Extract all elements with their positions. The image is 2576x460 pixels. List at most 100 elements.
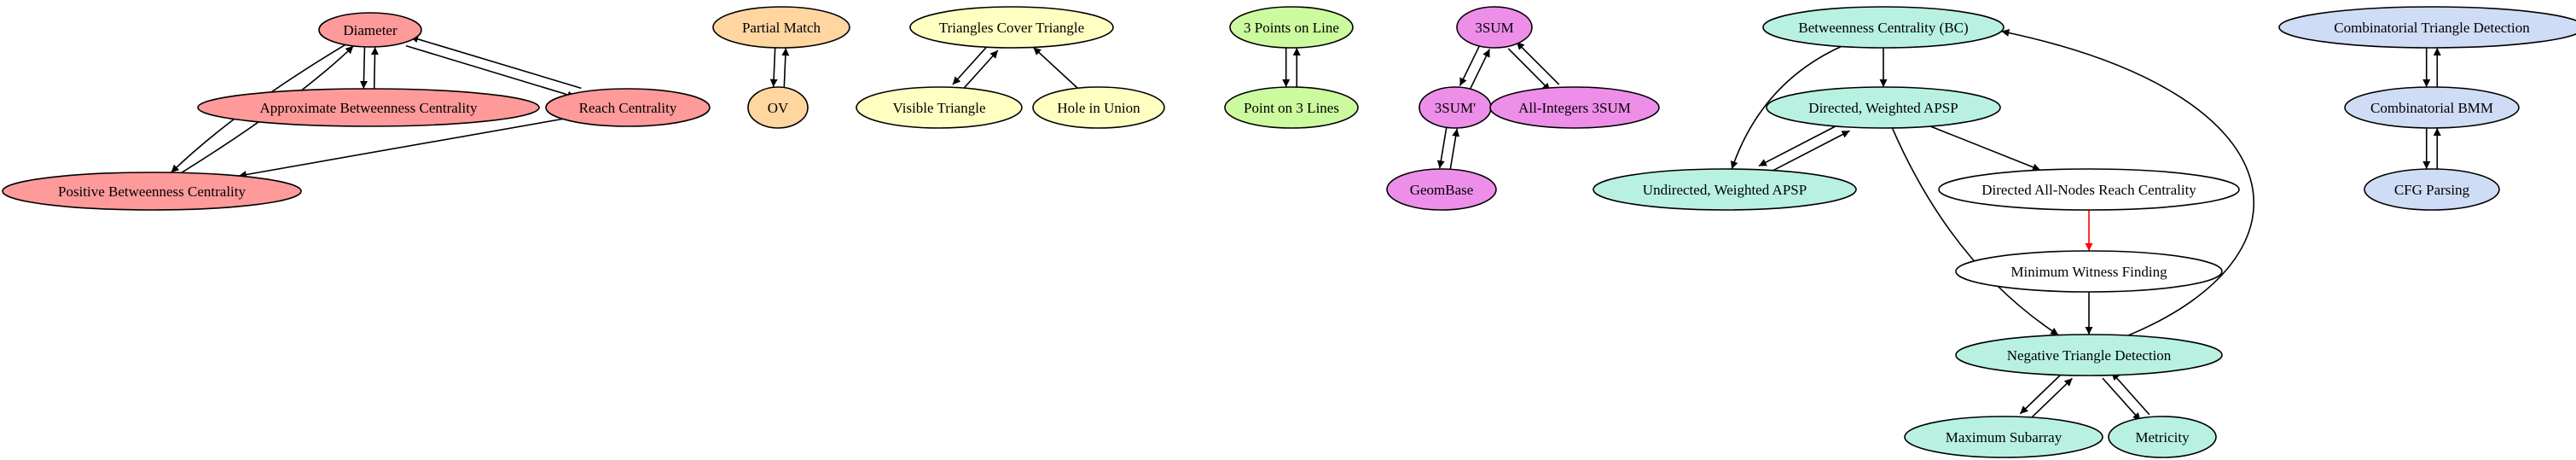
node-label: Visible Triangle xyxy=(892,100,985,116)
node-label: Triangles Cover Triangle xyxy=(939,20,1084,36)
node-shape xyxy=(1938,168,2240,211)
node-shape xyxy=(856,86,1023,129)
node-label: CFG Parsing xyxy=(2394,182,2470,198)
node-shape xyxy=(1032,86,1165,129)
node-cfg-parsing: CFG Parsing xyxy=(2364,168,2500,211)
node-bc: Betweenness Centrality (BC) xyxy=(1762,6,2005,49)
edge-directed_apsp-to-undirected_apsp xyxy=(1758,122,1842,167)
node-shape xyxy=(318,12,422,48)
node-points-on-line: 3 Points on Line xyxy=(1229,6,1354,49)
node-label: Hole in Union xyxy=(1057,100,1140,116)
node-shape xyxy=(2364,168,2500,211)
node-shape xyxy=(747,86,809,129)
edge-reach_centrality-to-diameter xyxy=(409,35,582,90)
node-triangles-cover: Triangles Cover Triangle xyxy=(909,6,1114,49)
edge-reach_centrality-to-positive_bc xyxy=(238,118,563,178)
node-shape xyxy=(1224,86,1359,129)
node-label: Maximum Subarray xyxy=(1946,429,2063,445)
node-label: All-Integers 3SUM xyxy=(1518,100,1631,116)
node-neg-triangle: Negative Triangle Detection xyxy=(1955,334,2223,376)
node-reach-centrality: Reach Centrality xyxy=(545,88,711,127)
edge-neg_triangle-to-max_subarray xyxy=(2019,371,2064,415)
node-visible-triangle: Visible Triangle xyxy=(856,86,1023,129)
node-metricity: Metricity xyxy=(2108,416,2217,458)
node-comb-bmm: Combinatorial BMM xyxy=(2344,86,2520,129)
node-approx-bc: Approximate Betweenness Centrality xyxy=(197,88,540,127)
node-shape xyxy=(909,6,1114,49)
edge-threesum-to-all_integers xyxy=(1507,48,1551,91)
node-shape xyxy=(1955,334,2223,376)
node-label: GeomBase xyxy=(1410,182,1474,198)
node-positive-bc: Positive Betweenness Centrality xyxy=(2,172,302,211)
node-label: Combinatorial Triangle Detection xyxy=(2334,20,2530,36)
node-point-on-lines: Point on 3 Lines xyxy=(1224,86,1359,129)
node-label: Betweenness Centrality (BC) xyxy=(1798,20,1968,36)
node-shape xyxy=(2344,86,2520,129)
node-shape xyxy=(1762,6,2005,49)
node-threesum-prime: 3SUM' xyxy=(1419,86,1492,129)
node-shape xyxy=(1456,6,1533,49)
edge-threesum_prime-to-threesum xyxy=(1469,49,1491,90)
node-shape xyxy=(2278,6,2576,49)
edge-approx_bc-to-diameter xyxy=(370,47,379,90)
node-label: Directed, Weighted APSP xyxy=(1808,100,1958,116)
node-label: OV xyxy=(768,100,789,116)
node-label: Negative Triangle Detection xyxy=(2007,347,2172,364)
node-shape xyxy=(1766,86,2001,129)
edge-threesum-to-threesum_prime xyxy=(1459,44,1481,86)
node-shape xyxy=(2,172,302,211)
edge-metricity-to-neg_triangle xyxy=(2111,371,2150,416)
edge-all_integers-to-threesum xyxy=(1516,41,1560,85)
node-geombase: GeomBase xyxy=(1386,168,1497,211)
node-label: Diameter xyxy=(343,22,397,38)
edge-threesum_prime-to-geombase xyxy=(1436,126,1448,169)
node-hole-in-union: Hole in Union xyxy=(1032,86,1165,129)
node-label: 3SUM' xyxy=(1435,100,1476,116)
node-label: Minimum Witness Finding xyxy=(2010,264,2167,280)
node-label: Partial Match xyxy=(742,20,821,36)
edge-directed_apsp-to-neg_triangle xyxy=(1891,127,2059,336)
node-undirected-apsp: Undirected, Weighted APSP xyxy=(1593,168,1857,211)
node-directed-apsp: Directed, Weighted APSP xyxy=(1766,86,2001,129)
node-shape xyxy=(1904,416,2103,458)
edge-undirected_apsp-to-directed_apsp xyxy=(1766,130,1850,175)
node-label: Positive Betweenness Centrality xyxy=(58,183,247,200)
edge-diameter-to-approx_bc xyxy=(359,46,368,89)
edge-hole_in_union-to-triangles_cover xyxy=(1032,46,1078,89)
node-ov: OV xyxy=(747,86,809,129)
node-label: Combinatorial BMM xyxy=(2370,100,2493,116)
node-label: Reach Centrality xyxy=(579,100,677,116)
node-shape xyxy=(712,6,850,49)
node-min-witness: Minimum Witness Finding xyxy=(1955,250,2223,293)
edge-diameter-to-reach_centrality xyxy=(405,44,576,99)
edge-bc-to-undirected_apsp xyxy=(1730,45,1842,170)
node-shape xyxy=(1593,168,1857,211)
node-label: Undirected, Weighted APSP xyxy=(1643,182,1807,198)
node-label: Approximate Betweenness Centrality xyxy=(260,100,478,116)
node-comb-triangle: Combinatorial Triangle Detection xyxy=(2278,6,2576,49)
node-partial-match: Partial Match xyxy=(712,6,850,49)
edge-geombase-to-threesum_prime xyxy=(1449,128,1460,171)
node-max-subarray: Maximum Subarray xyxy=(1904,416,2103,458)
edge-ov-to-partial_match xyxy=(781,48,790,88)
node-label: 3SUM xyxy=(1475,20,1513,36)
edge-neg_triangle-to-metricity xyxy=(2102,377,2142,422)
node-shape xyxy=(2108,416,2217,458)
node-shape xyxy=(1955,250,2223,293)
node-directed-reach: Directed All-Nodes Reach Centrality xyxy=(1938,168,2240,211)
node-all-integers: All-Integers 3SUM xyxy=(1489,86,1660,129)
node-label: Point on 3 Lines xyxy=(1244,100,1339,116)
edge-directed_apsp-to-directed_reach xyxy=(1929,125,2041,172)
node-shape xyxy=(1229,6,1354,49)
edge-visible_triangle-to-triangles_cover xyxy=(960,49,999,91)
edge-partial_match-to-ov xyxy=(769,47,778,87)
edge-max_subarray-to-neg_triangle xyxy=(2028,377,2074,421)
node-label: 3 Points on Line xyxy=(1244,20,1339,36)
node-shape xyxy=(197,88,540,127)
node-threesum: 3SUM xyxy=(1456,6,1533,49)
node-shape xyxy=(1386,168,1497,211)
node-label: Metricity xyxy=(2135,429,2190,445)
node-diameter: Diameter xyxy=(318,12,422,48)
